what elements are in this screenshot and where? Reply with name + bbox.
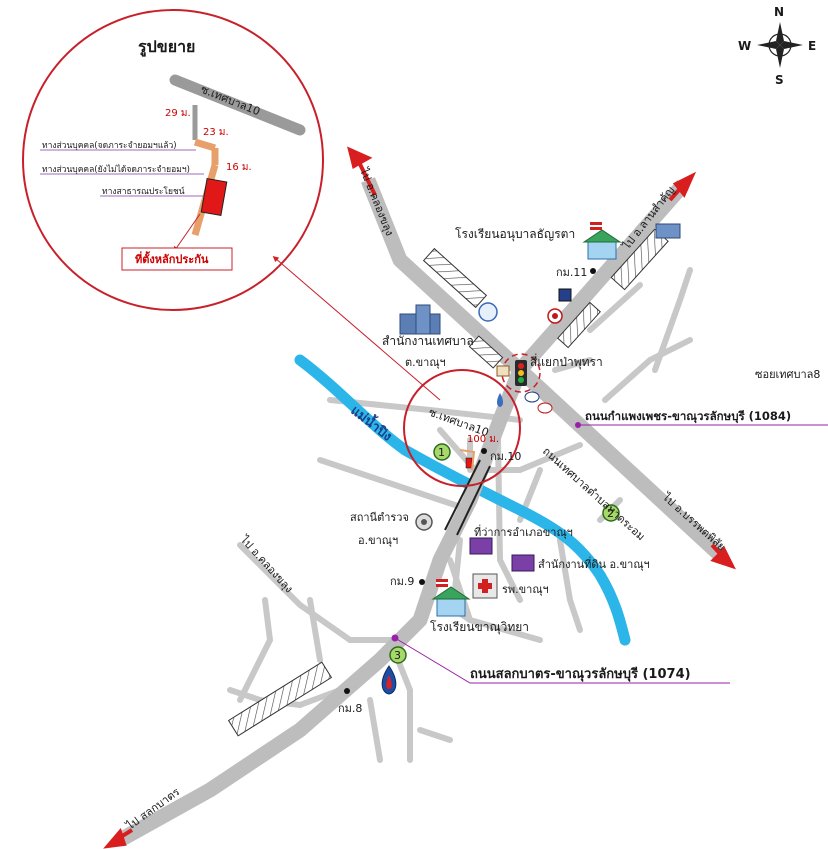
dist-100-label: 100 ม. (467, 434, 499, 445)
zoom-circle (403, 369, 521, 487)
legend-private-pending: ทางส่วนบุคคล(ยังไม่ได้จดภาระจำยอมฯ) (42, 164, 190, 175)
district-office-label: ที่ว่าการอำเภอขาณุฯ (474, 524, 573, 539)
district-office-icon (469, 537, 493, 555)
anuban-school-label: โรงเรียนอนุบาลธัญรตา (455, 227, 575, 242)
inset-leader (272, 256, 441, 401)
khanu-school-label: โรงเรียนขาณุวิทยา (430, 620, 529, 635)
station-icon-1 (558, 288, 572, 302)
road-1084-label: ถนนกำแพงเพชร-ขาณุวรลักษบุรี (1084) (585, 409, 791, 424)
marker-2: 2 (607, 507, 614, 520)
road-1084-dot (575, 422, 581, 428)
collateral-marker-icon (459, 449, 476, 471)
direction-arrows (103, 146, 736, 849)
km-dots (344, 268, 596, 694)
marker-3: 3 (394, 649, 401, 662)
to-khlong-khlung-left: ไป อ.คลองขลุง (237, 533, 295, 596)
esso-icon-2 (537, 402, 553, 414)
km10-label: กม.10 (490, 450, 521, 463)
municipality-office-label: สำนักงานเทศบาล (382, 334, 474, 348)
police-station-label: สถานีตำรวจ (350, 511, 409, 524)
compass-n: N (774, 5, 784, 19)
municipality-seal-icon (478, 302, 498, 322)
legend-private-done: ทางส่วนบุคคล(จดภาระจำยอมฯแล้ว) (42, 140, 177, 151)
ping-river (294, 354, 631, 646)
km11-label: กม.11 (556, 266, 587, 279)
hospital-label: รพ.ขาณุฯ (502, 583, 549, 596)
icons (381, 222, 681, 695)
inset-zoom: รูปขยาย ซ.เทศบาล10 29 ม. 23 ม. 16 ม. ทาง… (22, 9, 324, 311)
khanu-school-icon (431, 579, 471, 617)
road-1074-label: ถนนสลกบาตร-ขาณุวรลักษบุรี (1074) (470, 666, 691, 682)
ptt-station-icon (381, 665, 397, 695)
road-leaders (394, 424, 828, 684)
km8-label: กม.8 (338, 702, 362, 715)
water-drop-icon (497, 393, 503, 407)
compass-e: E (808, 39, 816, 53)
legend-public: ทางสาธารณประโยชน์ (102, 186, 185, 197)
numbered-markers: 1 2 3 (389, 443, 620, 664)
police-station-icon (415, 513, 433, 531)
compass-w: W (738, 39, 751, 53)
soi-thetsaban8-label: ซอยเทศบาล8 (755, 368, 820, 381)
office-building-icon-ne (655, 223, 681, 239)
municipality-building-icon (399, 304, 441, 335)
minor-roads (227, 267, 693, 763)
compass-rose: N S W E (738, 5, 816, 87)
km9-label: กม.9 (390, 575, 414, 588)
collateral-label: ที่ตั้งหลักประกัน (135, 251, 209, 266)
marker-1: 1 (438, 446, 445, 459)
inset-dist-23: 23 ม. (203, 127, 229, 138)
inset-dist-29: 29 ม. (165, 108, 191, 119)
shophouse-rows (227, 228, 669, 737)
traffic-light-icon (501, 353, 541, 393)
esso-icon (524, 391, 540, 403)
hospital-icon (472, 573, 498, 599)
tambon-chanu-label: ต.ขาณุฯ (405, 356, 446, 369)
anuban-school-icon (582, 222, 622, 260)
inset-title: รูปขยาย (138, 37, 195, 58)
land-office-label: สำนักงานที่ดิน อ.ขาณุฯ (538, 556, 650, 571)
bridge-markers (444, 459, 491, 536)
inset-dist-16: 16 ม. (226, 162, 252, 173)
road-1074-dot (391, 634, 399, 642)
intersection-label: สี่แยกป่าพุทรา (530, 353, 603, 370)
police-district-label: อ.ขาณุฯ (358, 534, 398, 547)
star-station-icon (547, 308, 563, 324)
compass-s: S (775, 73, 784, 87)
to-sak-lam: ไป อ.บรรพตพิสัย (659, 490, 728, 554)
temple-icon (496, 365, 510, 377)
to-khlong-khlung-top: ไป อ.คลองขลุง (357, 165, 396, 237)
land-office-icon (511, 554, 535, 572)
